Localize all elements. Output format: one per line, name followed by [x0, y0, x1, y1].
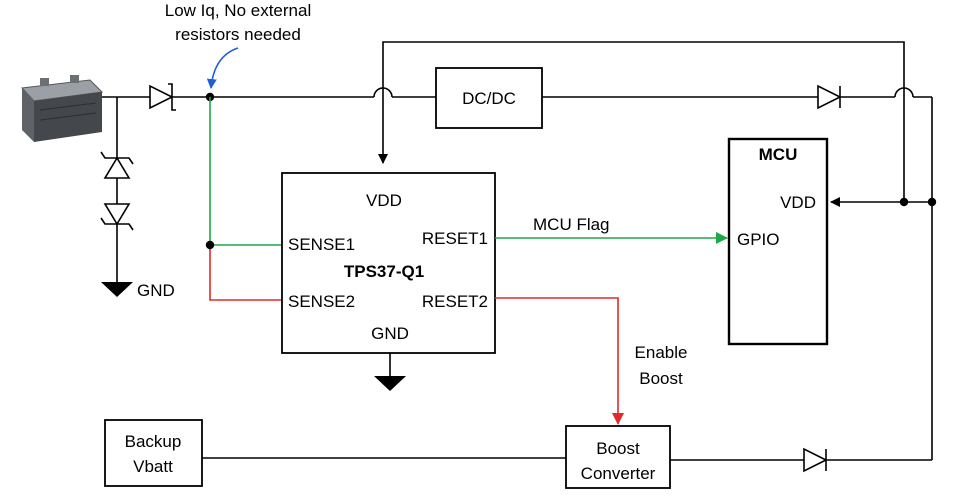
tps-sense2-pin: SENSE2 [288, 292, 355, 311]
sense1-wire [209, 97, 282, 246]
annotation-arrow [206, 47, 239, 89]
tvs-diode-icon [100, 151, 134, 231]
car-battery-icon [20, 75, 104, 142]
junction-dot [205, 240, 215, 250]
vdd-feed-wire [378, 41, 905, 202]
tps-part-name: TPS37-Q1 [344, 262, 424, 281]
mcu-vdd-pin: VDD [780, 193, 816, 212]
enable-boost-label-2: Boost [639, 369, 683, 388]
enable-boost-label-1: Enable [635, 343, 688, 362]
tps-gnd-pin: GND [371, 324, 409, 343]
backup-label-1: Backup [125, 432, 182, 451]
tps-reset1-pin: RESET1 [422, 229, 488, 248]
ground-label: GND [137, 281, 175, 300]
annotation-line-1: Low Iq, No external [165, 1, 311, 20]
backup-label-2: Vbatt [133, 457, 173, 476]
junction-dot [927, 197, 937, 207]
dcdc-block [435, 67, 543, 129]
tps-vdd-pin: VDD [366, 191, 402, 210]
mcu-flag-label: MCU Flag [533, 215, 610, 234]
enable-boost-wire [495, 297, 624, 425]
mcu-title: MCU [759, 145, 798, 164]
annotation-line-2: resistors needed [175, 25, 301, 44]
sense2-wire [209, 245, 282, 301]
backup-vbatt-block [104, 419, 203, 487]
output-diode-icon [817, 84, 842, 110]
tps-reset2-pin: RESET2 [422, 292, 488, 311]
boost-label-2: Converter [581, 464, 656, 483]
boost-diode-icon [803, 447, 828, 473]
input-wiring [102, 96, 150, 282]
dcdc-label: DC/DC [462, 89, 516, 108]
boost-label-1: Boost [596, 439, 640, 458]
ground-symbol-left [101, 282, 133, 297]
mcu-block [727, 137, 829, 346]
ground-symbol-tps [374, 376, 406, 391]
tps-sense1-pin: SENSE1 [288, 235, 355, 254]
junction-dot [899, 197, 909, 207]
mcu-gpio-pin: GPIO [737, 230, 780, 249]
tps37-q1-block [281, 172, 496, 354]
boost-converter-block [565, 425, 671, 489]
